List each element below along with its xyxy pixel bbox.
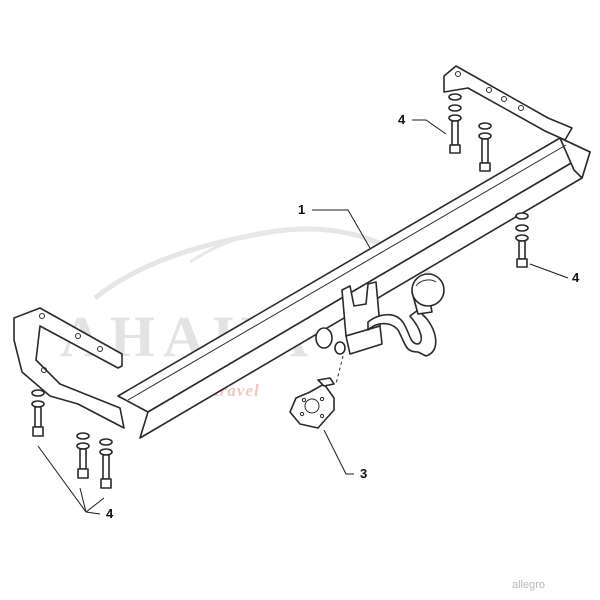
callout-3-socket: 3 xyxy=(360,466,367,481)
callout-4-right: 4 xyxy=(572,270,580,285)
right-mounting-bracket xyxy=(443,65,573,141)
ball-mount xyxy=(315,273,445,357)
left-mounting-bracket xyxy=(13,307,125,429)
watermark-corner: allegro xyxy=(512,579,545,591)
bolt-stack-right-c xyxy=(515,212,529,268)
bolt-stacks xyxy=(31,93,529,489)
electrical-socket xyxy=(289,355,344,429)
callout-1-beam: 1 xyxy=(298,202,305,217)
bolt-stack-left-a xyxy=(31,389,45,437)
bolt-stack-left-b xyxy=(76,432,90,479)
main-beam xyxy=(117,137,591,439)
bolt-stack-right-a xyxy=(448,93,462,154)
bolt-stack-left-c xyxy=(99,438,113,489)
callout-4-right-top: 4 xyxy=(398,112,406,127)
watermark-car-roof xyxy=(189,227,319,264)
bolt-stack-right-b xyxy=(478,122,492,172)
callout-4-left: 4 xyxy=(106,506,114,521)
leader-lines xyxy=(37,119,569,515)
